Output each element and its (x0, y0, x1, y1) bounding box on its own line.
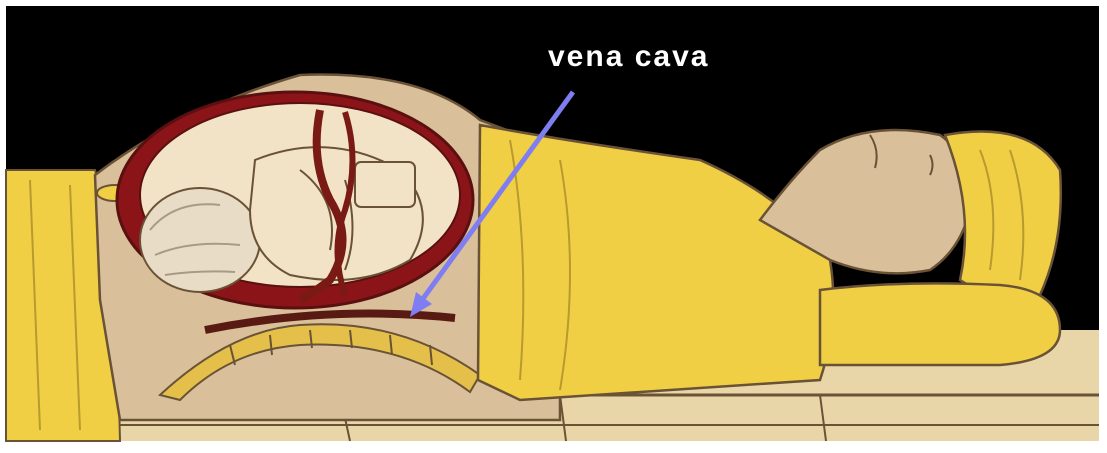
vena-cava-label: vena cava (548, 40, 709, 74)
pillow (820, 283, 1060, 365)
